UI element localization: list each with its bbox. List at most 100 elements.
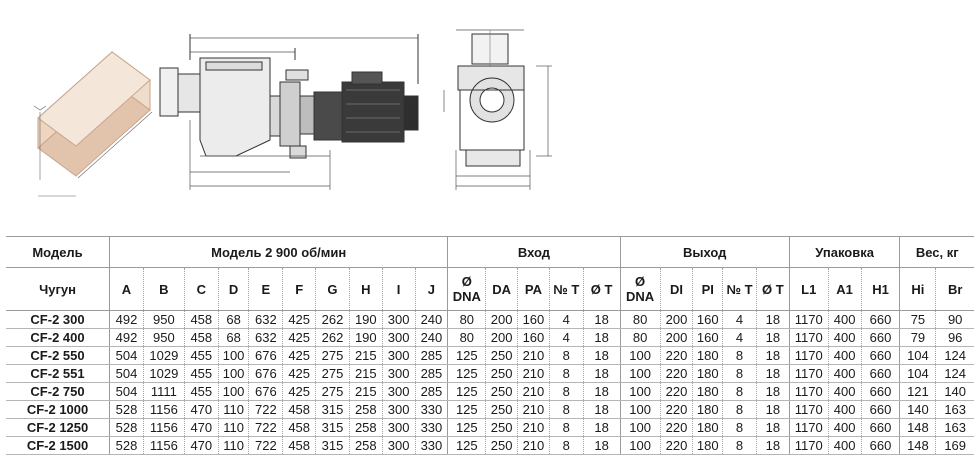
table-cell: 18	[755, 436, 790, 455]
table-cell: 300	[381, 346, 415, 365]
table-cell: 258	[348, 400, 383, 419]
table-cell: 455	[183, 364, 219, 383]
table-cell: 504	[109, 382, 144, 401]
column-header: I	[381, 267, 415, 311]
table-cell: 160	[692, 310, 723, 329]
header-model: Модель	[6, 236, 110, 268]
table-cell: 210	[517, 400, 550, 419]
table-cell: 300	[381, 382, 415, 401]
table-cell: 285	[414, 346, 448, 365]
row-model-name: CF-2 1500	[6, 436, 110, 455]
table-cell: 262	[315, 310, 350, 329]
table-cell: 285	[414, 382, 448, 401]
table-cell: 79	[899, 328, 936, 347]
table-cell: 100	[619, 400, 661, 419]
table-cell: 125	[447, 436, 486, 455]
table-cell: 104	[899, 346, 936, 365]
table-cell: 18	[755, 400, 790, 419]
table-cell: 300	[381, 310, 415, 329]
table-cell: 8	[722, 364, 757, 383]
table-cell: 676	[248, 382, 283, 401]
package-box-drawing	[33, 50, 153, 197]
table-cell: 18	[755, 418, 790, 437]
table-cell: 1029	[142, 364, 185, 383]
table-cell: 1170	[788, 400, 829, 419]
table-cell: 660	[860, 418, 900, 437]
table-cell: 632	[248, 328, 283, 347]
table-cell: 458	[183, 328, 219, 347]
table-cell: 104	[899, 364, 936, 383]
table-cell: 163	[935, 418, 974, 437]
pump-side-view-drawing	[159, 34, 419, 190]
table-cell: 220	[659, 382, 693, 401]
table-cell: 1156	[142, 418, 185, 437]
table-cell: 425	[282, 382, 316, 401]
table-cell: 90	[935, 310, 974, 329]
table-cell: 676	[248, 346, 283, 365]
table-cell: 80	[619, 310, 661, 329]
table-cell: 300	[381, 418, 415, 437]
table-cell: 169	[935, 436, 974, 455]
table-cell: 163	[935, 400, 974, 419]
table-cell: 950	[142, 310, 185, 329]
table-cell: 250	[485, 418, 518, 437]
table-cell: 250	[485, 364, 518, 383]
header-group-outlet: Выход	[619, 236, 790, 268]
row-model-name: CF-2 1250	[6, 418, 110, 437]
table-cell: 220	[659, 418, 693, 437]
row-model-name: CF-2 551	[6, 364, 110, 383]
column-header: A1	[827, 267, 862, 311]
column-header: J	[414, 267, 448, 311]
table-cell: 315	[315, 436, 350, 455]
table-cell: 504	[109, 346, 144, 365]
table-cell: 8	[722, 418, 757, 437]
table-cell: 18	[582, 364, 621, 383]
table-cell: 8	[548, 436, 584, 455]
column-header: Hi	[899, 267, 936, 311]
table-cell: 1170	[788, 364, 829, 383]
table-cell: 1170	[788, 328, 829, 347]
table-cell: 18	[582, 382, 621, 401]
header-group-pack: Упаковка	[788, 236, 900, 268]
table-cell: 275	[315, 364, 350, 383]
table-cell: 148	[899, 418, 936, 437]
table-cell: 458	[282, 400, 316, 419]
table-cell: 80	[447, 328, 486, 347]
table-cell: 8	[722, 346, 757, 365]
header-group-inlet: Вход	[447, 236, 621, 268]
table-cell: 250	[485, 382, 518, 401]
table-cell: 18	[582, 346, 621, 365]
table-cell: 458	[183, 310, 219, 329]
table-cell: 125	[447, 418, 486, 437]
table-cell: 100	[619, 346, 661, 365]
table-cell: 504	[109, 364, 144, 383]
table-cell: 18	[582, 310, 621, 329]
table-cell: 250	[485, 400, 518, 419]
column-header: D	[217, 267, 249, 311]
table-cell: 400	[827, 382, 862, 401]
table-cell: 180	[692, 418, 723, 437]
table-cell: 1156	[142, 400, 185, 419]
table-cell: 455	[183, 346, 219, 365]
table-cell: 18	[582, 400, 621, 419]
pump-front-view-drawing	[443, 29, 552, 190]
column-header: PI	[692, 267, 723, 311]
column-header: PA	[517, 267, 550, 311]
table-cell: 140	[899, 400, 936, 419]
spec-table: Модель Модель 2 900 об/мин Вход Выход Уп…	[6, 236, 974, 455]
table-cell: 18	[582, 418, 621, 437]
table-cell: 285	[414, 364, 448, 383]
table-cell: 8	[548, 400, 584, 419]
table-cell: 470	[183, 418, 219, 437]
table-cell: 210	[517, 346, 550, 365]
table-cell: 400	[827, 400, 862, 419]
column-header: H	[348, 267, 383, 311]
row-model-name: CF-2 550	[6, 346, 110, 365]
table-cell: 200	[485, 328, 518, 347]
table-cell: 8	[548, 346, 584, 365]
